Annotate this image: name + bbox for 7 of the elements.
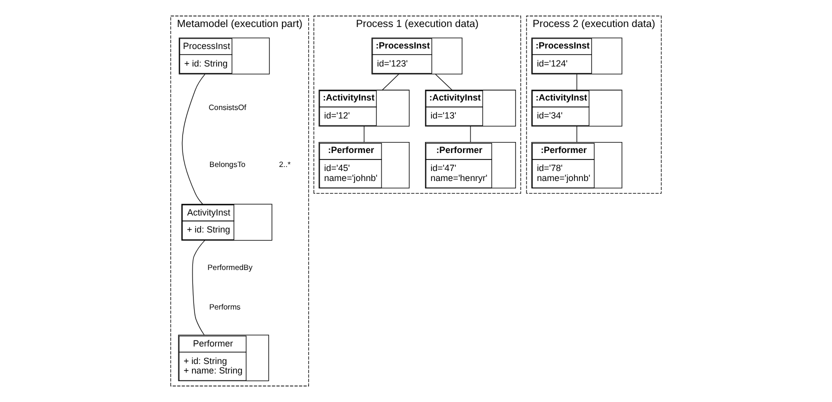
connector — [182, 74, 206, 204]
connector — [576, 126, 578, 142]
connector — [382, 74, 400, 90]
connector — [576, 74, 578, 90]
connector — [470, 126, 471, 142]
connector — [192, 240, 206, 336]
connector — [435, 74, 452, 90]
